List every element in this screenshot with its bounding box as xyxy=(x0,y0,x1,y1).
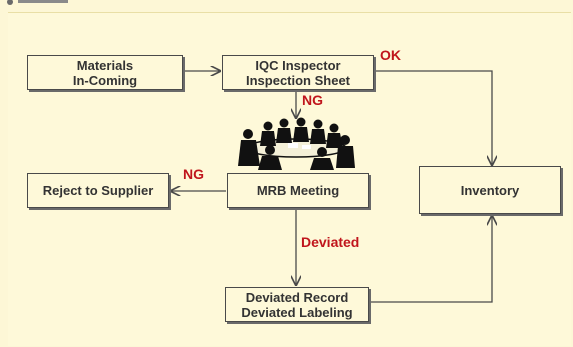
materials-line2: In-Coming xyxy=(72,72,138,88)
materials-line1: Materials xyxy=(76,57,134,73)
arrow-deviated-to-inventory xyxy=(370,216,492,303)
inventory-label: Inventory xyxy=(460,182,520,198)
deviated-label: Deviated xyxy=(301,234,360,250)
reject-label: Reject to Supplier xyxy=(42,183,154,198)
reject-to-supplier-box: Reject to Supplier xyxy=(27,173,169,208)
header-fragment-icon xyxy=(7,0,68,5)
mrb-label: MRB Meeting xyxy=(256,183,340,198)
materials-incoming-box: Materials In-Coming xyxy=(27,55,183,90)
iqc-line2: Inspection Sheet xyxy=(245,72,351,88)
iqc-line1: IQC Inspector xyxy=(255,57,341,73)
ng-iqc-label: NG xyxy=(302,92,323,108)
ng-mrb-label: NG xyxy=(183,166,204,182)
ok-label: OK xyxy=(380,47,401,63)
iqc-inspector-box: IQC Inspector Inspection Sheet xyxy=(222,55,374,90)
mrb-meeting-box: MRB Meeting xyxy=(227,173,369,208)
deviated-line1: Deviated Record xyxy=(245,289,349,305)
deviated-record-box: Deviated Record Deviated Labeling xyxy=(225,287,369,322)
deviated-line2: Deviated Labeling xyxy=(241,304,353,320)
meeting-people-icon xyxy=(238,117,355,170)
inventory-box: Inventory xyxy=(419,166,561,214)
arrow-iqc-to-inventory xyxy=(375,70,492,165)
